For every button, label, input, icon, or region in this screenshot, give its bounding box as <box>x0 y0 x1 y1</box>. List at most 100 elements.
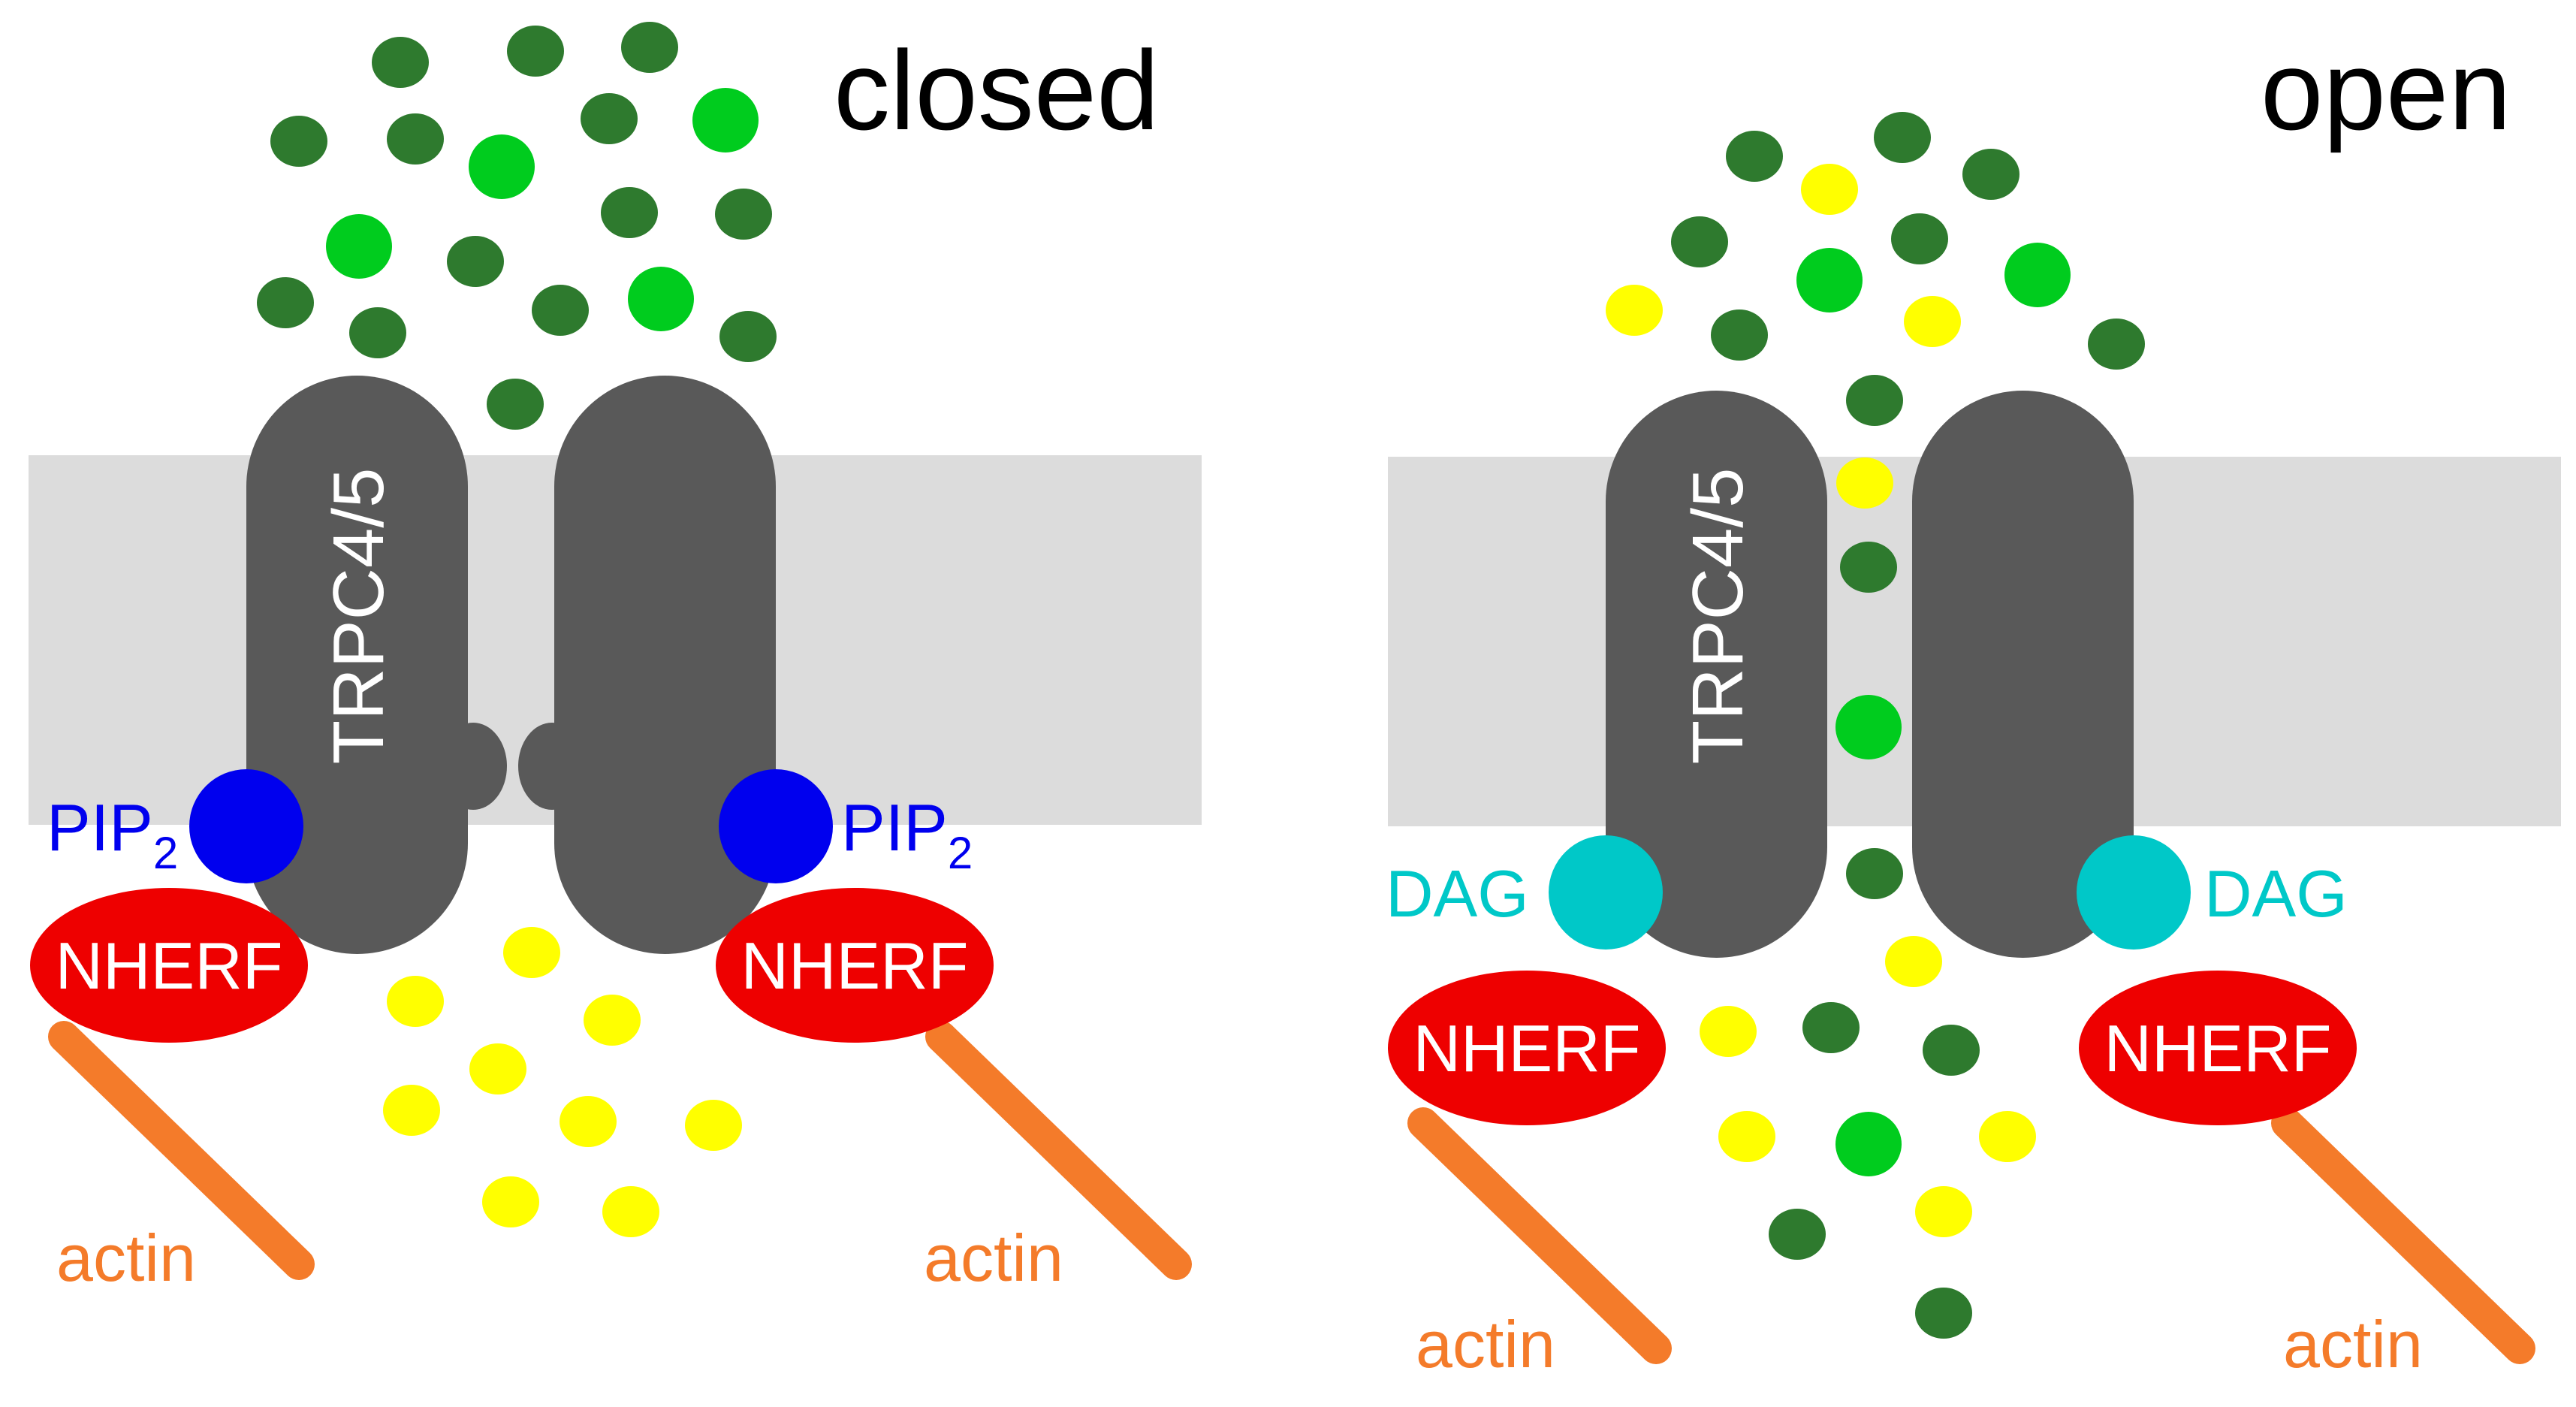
actin-label-left: actin <box>1416 1307 1555 1381</box>
ion-yellow <box>584 995 641 1046</box>
ion-bright-green <box>692 88 759 152</box>
ion-dark-green <box>1846 375 1903 426</box>
ion-bright-green <box>628 267 694 331</box>
ions-extracellular-open <box>1606 112 2145 426</box>
pip2-subscript: 2 <box>948 828 973 878</box>
channel-subunit-left <box>246 376 468 954</box>
ions-intracellular-closed <box>383 927 742 1237</box>
ion-yellow <box>685 1100 742 1151</box>
ions-intracellular-open <box>1700 936 2036 1339</box>
closed-panel: TRPC4/5 NHERF NHERF PIP2 PIP2 <box>29 22 1202 1295</box>
nherf-right <box>716 888 994 1043</box>
ion-yellow <box>1700 1006 1757 1057</box>
ion-yellow <box>1606 285 1663 336</box>
actin-label-right: actin <box>924 1221 1063 1295</box>
dag-text: DAG <box>1386 856 1529 931</box>
ion-dark-green <box>447 236 504 287</box>
ion-yellow <box>1836 457 1893 509</box>
open-panel: TRPC4/5 NHERF NHERF <box>1386 27 2561 1381</box>
ion-dark-green <box>2088 319 2145 370</box>
ion-dark-green <box>387 113 444 165</box>
nherf-label-right: NHERF <box>2104 1011 2331 1085</box>
pip2-text: PIP <box>841 790 948 865</box>
actin-label-right: actin <box>2283 1307 2423 1381</box>
trpc-channel-open: TRPC4/5 <box>1606 391 2134 958</box>
actin-label-left: actin <box>56 1221 196 1295</box>
nherf-right <box>2079 971 2357 1125</box>
dag-text: DAG <box>2204 856 2348 931</box>
actin-filament-left <box>1407 1107 1672 1364</box>
ion-bright-green <box>1835 695 1902 759</box>
dag-label-left: DAG <box>1386 856 1529 931</box>
pip2-label-left: PIP2 <box>47 790 178 878</box>
ion-dark-green <box>1874 112 1931 163</box>
nherf-left <box>30 888 308 1043</box>
ion-dark-green <box>1769 1209 1826 1260</box>
state-label-open: open <box>2261 27 2511 153</box>
ion-yellow <box>1915 1186 1972 1237</box>
nherf-label-left: NHERF <box>55 928 282 1003</box>
ion-dark-green <box>1711 309 1768 361</box>
nherf-label-left: NHERF <box>1413 1011 1640 1085</box>
ions-in-pore <box>1835 457 1903 899</box>
dag-left <box>1549 835 1663 950</box>
ion-bright-green <box>2004 243 2071 307</box>
pip2-label-right: PIP2 <box>841 790 973 878</box>
ion-yellow <box>1718 1111 1775 1162</box>
ion-yellow <box>1979 1111 2036 1162</box>
ion-dark-green <box>621 22 678 73</box>
channel-label: TRPC4/5 <box>318 468 399 765</box>
ion-yellow <box>469 1043 526 1095</box>
pip2-text: PIP <box>47 790 153 865</box>
ion-dark-green <box>257 277 314 328</box>
ion-yellow <box>1885 936 1942 987</box>
channel-subunit-right <box>1912 391 2134 958</box>
ion-dark-green <box>1840 542 1897 593</box>
state-label-closed: closed <box>834 27 1160 153</box>
ion-bright-green <box>469 134 535 199</box>
ion-dark-green <box>1802 1002 1860 1053</box>
ion-dark-green <box>1846 848 1903 899</box>
ion-dark-green <box>507 26 564 77</box>
ion-yellow <box>1904 296 1961 347</box>
ion-dark-green <box>1726 131 1783 182</box>
ion-dark-green <box>1923 1025 1980 1076</box>
ion-dark-green <box>349 307 406 358</box>
channel-subunit-right <box>554 376 776 954</box>
ion-bright-green <box>1835 1112 1902 1176</box>
pip2-subscript: 2 <box>153 828 178 878</box>
pip2-right <box>719 769 833 883</box>
ion-dark-green <box>719 311 777 362</box>
ion-yellow <box>387 976 444 1027</box>
ion-yellow <box>383 1085 440 1136</box>
ions-extracellular-closed <box>257 22 777 430</box>
ion-yellow <box>602 1186 659 1237</box>
ion-dark-green <box>1671 216 1728 267</box>
ion-bright-green <box>1796 248 1863 312</box>
ion-yellow <box>560 1096 617 1147</box>
trpc-channel-closed: TRPC4/5 <box>246 376 776 954</box>
ion-dark-green <box>1891 213 1948 264</box>
nherf-left <box>1388 971 1666 1125</box>
ion-yellow <box>1801 164 1858 215</box>
ion-dark-green <box>601 187 658 238</box>
actin-filament-left <box>48 1021 315 1280</box>
ion-dark-green <box>532 285 589 336</box>
channel-label: TRPC4/5 <box>1678 468 1758 765</box>
ion-dark-green <box>270 116 327 167</box>
nherf-label-right: NHERF <box>741 928 968 1003</box>
ion-dark-green <box>487 379 544 430</box>
ion-dark-green <box>1915 1288 1972 1339</box>
ion-yellow <box>482 1176 539 1227</box>
pip2-left <box>189 769 303 883</box>
channel-subunit-left <box>1606 391 1827 958</box>
ion-bright-green <box>326 214 392 279</box>
ion-dark-green <box>715 189 772 240</box>
actin-filament-right <box>2271 1107 2535 1364</box>
ion-dark-green <box>1962 149 2019 200</box>
actin-filament-right <box>925 1021 1192 1280</box>
ion-yellow <box>503 927 560 978</box>
dag-label-right: DAG <box>2204 856 2348 931</box>
dag-right <box>2077 835 2191 950</box>
